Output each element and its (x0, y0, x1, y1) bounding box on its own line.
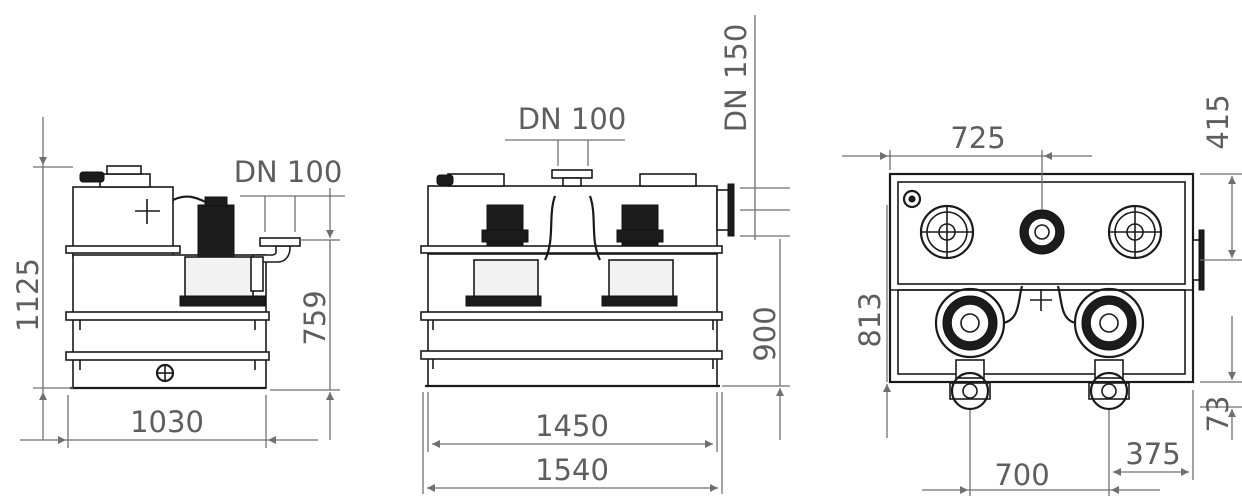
side-height-label: 1125 (11, 258, 45, 332)
side-tank-cap (106, 165, 142, 175)
top-vent-inner (908, 195, 916, 203)
side-outlet-collar (250, 256, 264, 292)
front-inner-width-label: 1450 (535, 409, 609, 443)
side-outlet-flange (259, 237, 301, 247)
front-lid-left (447, 173, 505, 187)
side-dimensions: 1125 1030 759 DN 100 (11, 117, 345, 448)
front-outer-width-label: 1540 (535, 453, 609, 487)
front-height-label: 900 (748, 306, 782, 361)
front-pump-right-housing (608, 259, 674, 299)
front-pump-left-cable (544, 195, 557, 261)
top-pump-left-cable (1002, 285, 1024, 325)
front-lid-right (639, 173, 697, 187)
front-tank-upper (427, 185, 718, 255)
top-vent-outer (902, 189, 922, 209)
top-valve-right (1088, 359, 1130, 411)
front-flange-2 (420, 311, 723, 321)
top-depth-label: 813 (853, 292, 887, 347)
side-flange-3 (65, 351, 270, 361)
front-top-outlet (551, 169, 593, 179)
front-top-outlet-neck (562, 177, 582, 187)
top-valve-left (949, 359, 991, 411)
side-view (65, 165, 301, 390)
side-pump-housing (184, 256, 254, 298)
side-pump-motor (197, 204, 235, 258)
top-edge-offset-label: 375 (1125, 437, 1180, 471)
front-pump-left-collar (481, 229, 529, 243)
front-side-dn-label: DN 150 (719, 24, 753, 133)
top-right-lower-label: 73 (1201, 396, 1235, 433)
top-outlet-center (1019, 209, 1065, 255)
top-cover-right (1107, 204, 1163, 260)
side-flange-2 (65, 311, 270, 321)
top-pump-left (934, 287, 1006, 359)
front-side-flange (727, 183, 735, 237)
top-pump-spacing-label: 700 (994, 458, 1049, 492)
front-pump-left-base (465, 295, 542, 307)
side-vent-cap (79, 171, 105, 183)
front-pump-left-housing (473, 259, 539, 299)
top-pump-right (1073, 287, 1145, 359)
side-dn-label: DN 100 (234, 155, 343, 189)
side-outlet-height-label: 759 (298, 290, 332, 345)
side-pump-base (179, 295, 266, 307)
side-flange-1 (65, 245, 181, 254)
front-pump-right-collar (616, 229, 664, 243)
top-pump-right-cable (1056, 285, 1077, 325)
front-flange-3 (420, 350, 723, 360)
front-vent-cap (436, 174, 454, 186)
side-pump-cable (172, 195, 211, 206)
front-top-dn-label: DN 100 (518, 102, 627, 136)
top-right-upper-label: 415 (1201, 94, 1235, 149)
side-pump-head (204, 196, 228, 207)
top-cover-left (919, 204, 975, 260)
front-flange-1 (420, 245, 723, 254)
front-dimensions: DN 100 DN 150 900 1450 1540 (422, 15, 790, 494)
top-view (888, 172, 1205, 411)
top-dimensions: 725 813 415 73 375 700 (842, 94, 1242, 496)
front-pump-right-base (601, 295, 678, 307)
front-view (420, 169, 735, 388)
side-width-label: 1030 (130, 405, 204, 439)
top-offset-label: 725 (950, 121, 1005, 155)
front-pump-right-cable (588, 195, 601, 261)
side-tank-lid (99, 173, 151, 188)
